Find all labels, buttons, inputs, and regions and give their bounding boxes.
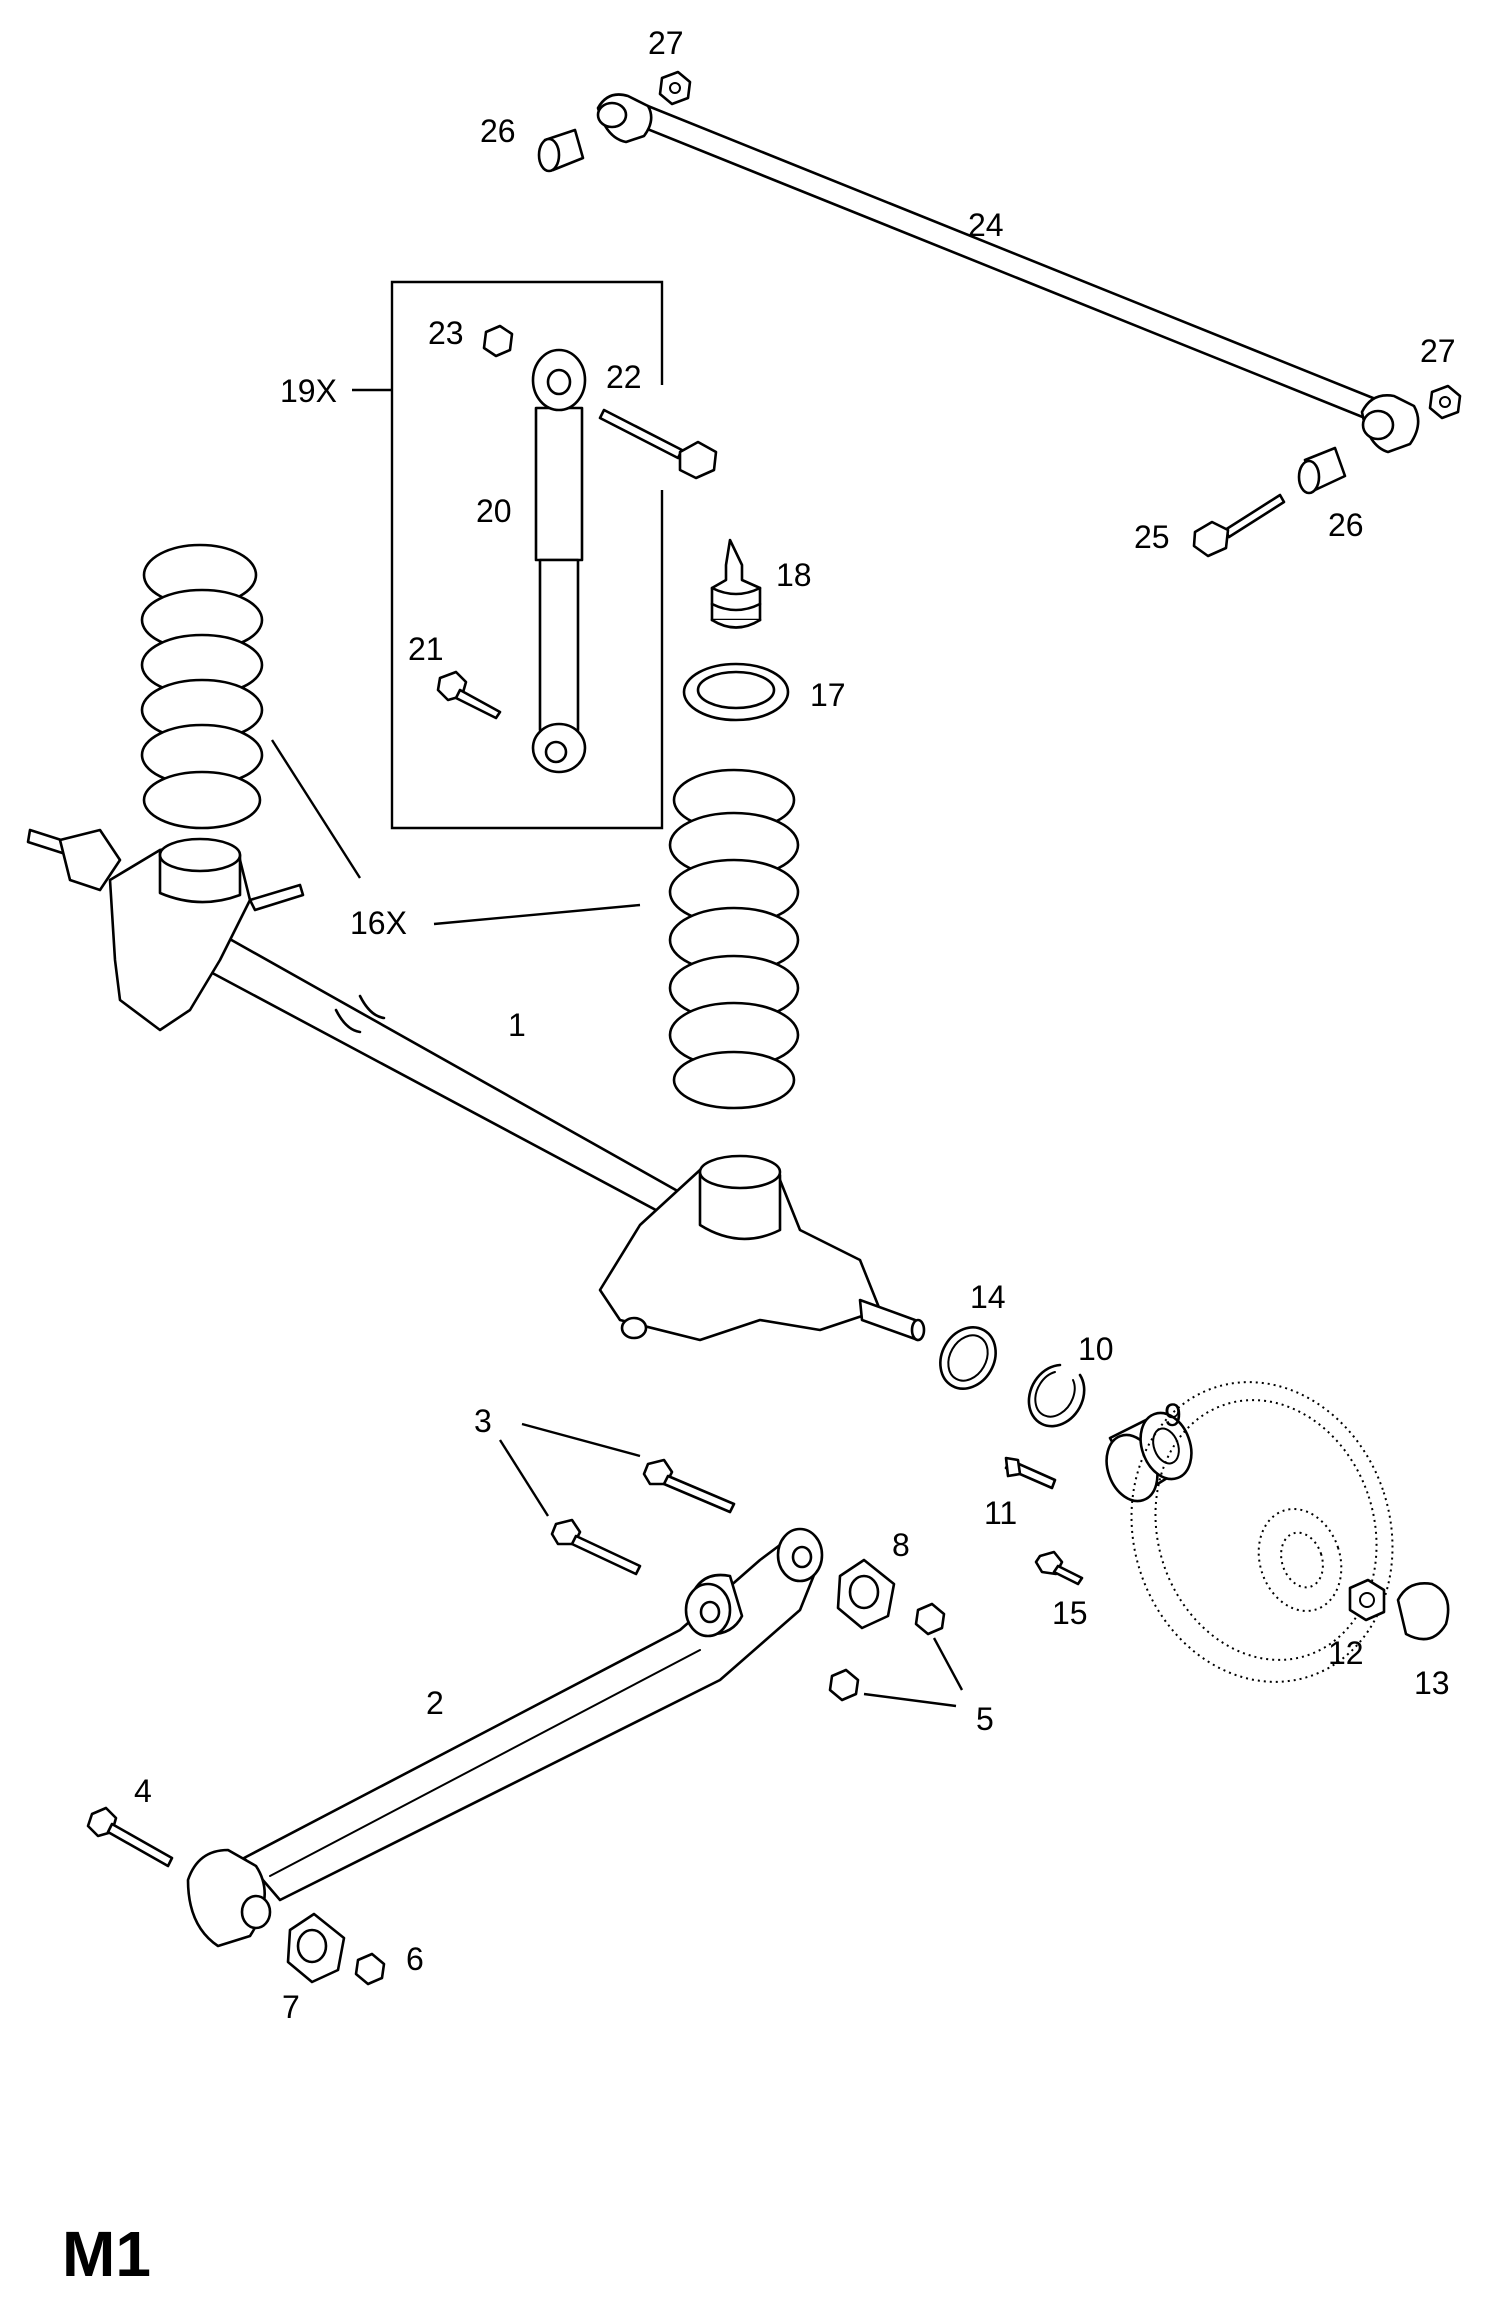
callout-26-lower: 26 bbox=[1328, 507, 1364, 543]
part-9-wheel-bearing bbox=[1105, 1411, 1193, 1503]
page-code: M1 bbox=[62, 2218, 151, 2290]
part-2-trailing-arm bbox=[186, 1527, 824, 1948]
part-19x-shock-absorber-kit-box bbox=[352, 280, 664, 830]
callout-26-upper: 26 bbox=[480, 113, 516, 149]
part-16x-spring-right bbox=[668, 768, 800, 1110]
part-17-spring-seat bbox=[682, 662, 790, 722]
part-12-hub-nut bbox=[1348, 1578, 1386, 1622]
callout-20: 20 bbox=[476, 493, 512, 529]
callout-9: 9 bbox=[1164, 1397, 1182, 1433]
callout-18: 18 bbox=[776, 557, 812, 593]
callout-24: 24 bbox=[968, 207, 1004, 243]
part-8-bushing bbox=[836, 1558, 896, 1630]
callout-4: 4 bbox=[134, 1773, 152, 1809]
part-11-wheel-stud bbox=[1004, 1456, 1057, 1490]
callout-21: 21 bbox=[408, 631, 444, 667]
callout-19x: 19X bbox=[280, 373, 337, 409]
callout-10: 10 bbox=[1078, 1331, 1114, 1367]
callout-11: 11 bbox=[984, 1495, 1017, 1531]
part-10-circlip bbox=[1027, 1363, 1086, 1428]
part-4-bolt bbox=[86, 1806, 174, 1868]
part-26-bushing-upper bbox=[537, 128, 585, 173]
part-3-bolts bbox=[498, 1422, 736, 1576]
callout-13: 13 bbox=[1414, 1665, 1450, 1701]
part-27-nut-upper bbox=[658, 70, 692, 106]
callout-8: 8 bbox=[892, 1527, 910, 1563]
part-13-hub-cap bbox=[1396, 1582, 1450, 1641]
part-16x-leaders bbox=[270, 739, 641, 926]
part-15-screw bbox=[1034, 1550, 1084, 1586]
part-14-sealing-ring bbox=[939, 1326, 997, 1390]
part-21-bolt bbox=[436, 670, 502, 720]
part-27-nut-lower bbox=[1428, 384, 1462, 420]
callout-25: 25 bbox=[1134, 519, 1170, 555]
part-5-nuts bbox=[828, 1602, 964, 1708]
callout-16x: 16X bbox=[350, 905, 407, 941]
callout-27-lower: 27 bbox=[1420, 333, 1456, 369]
callout-1: 1 bbox=[508, 1007, 526, 1043]
callout-14: 14 bbox=[970, 1279, 1006, 1315]
callout-2: 2 bbox=[426, 1685, 444, 1721]
part-20-shock-absorber bbox=[531, 348, 587, 774]
callout-27-upper: 27 bbox=[648, 25, 684, 61]
part-1-axle-beam bbox=[26, 828, 926, 1342]
callout-22: 22 bbox=[606, 359, 642, 395]
callout-17: 17 bbox=[810, 677, 846, 713]
part-26-bushing-lower bbox=[1297, 446, 1347, 495]
part-22-bolt bbox=[598, 408, 718, 480]
brake-drum-outline bbox=[1130, 1381, 1394, 1683]
callout-7: 7 bbox=[282, 1989, 300, 2025]
part-24-panhard-rod bbox=[596, 93, 1420, 454]
callout-5: 5 bbox=[976, 1701, 994, 1737]
part-25-bolt bbox=[1192, 493, 1286, 558]
callout-15: 15 bbox=[1052, 1595, 1088, 1631]
callout-23: 23 bbox=[428, 315, 464, 351]
callout-3: 3 bbox=[474, 1403, 492, 1439]
part-16x-spring-left bbox=[140, 543, 264, 830]
part-18-bump-stop bbox=[710, 538, 762, 629]
part-23-nut bbox=[482, 324, 514, 358]
part-7-bushing bbox=[286, 1912, 346, 1984]
callout-6: 6 bbox=[406, 1941, 424, 1977]
part-6-nut bbox=[354, 1952, 386, 1986]
callout-12: 12 bbox=[1328, 1635, 1364, 1671]
